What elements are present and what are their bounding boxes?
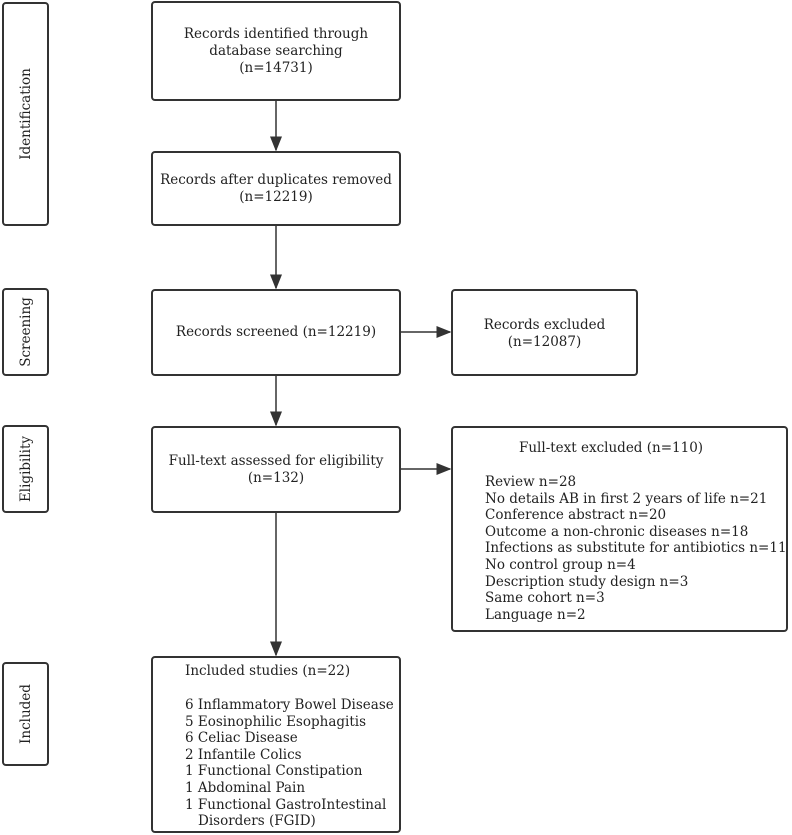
box-records-screened: Records screened (n=12219) [151, 289, 401, 376]
excluded-line-1: Records excluded [483, 317, 606, 333]
list-item: Same cohort n=3 [485, 590, 605, 607]
stage-identification: Identification [2, 2, 49, 226]
list-item: Language n=2 [485, 606, 586, 623]
list-item: 6 Inflammatory Bowel Disease [185, 697, 394, 713]
stage-screening-label: Screening [17, 297, 34, 367]
list-item: 1 Functional Constipation [185, 763, 363, 780]
box-fulltext-excluded: Full-text excluded (n=110) Review n=28 N… [451, 426, 788, 632]
stage-eligibility-label: Eligibility [17, 435, 34, 503]
fulltext-excluded-title: Full-text excluded (n=110) [519, 440, 704, 456]
stage-screening: Screening [2, 288, 49, 376]
list-item: Description study design n=3 [485, 573, 689, 590]
list-item: 1 Abdominal Pain [185, 779, 306, 796]
identified-line-2: database searching [209, 42, 343, 59]
identified-line-3: (n=14731) [239, 59, 313, 76]
list-item: 1 Functional GastroIntestinal [185, 796, 387, 813]
list-item: Conference abstract n=20 [485, 507, 667, 524]
list-item: Outcome a non-chronic diseases n=18 [485, 523, 749, 540]
duplicates-line-1: Records after duplicates removed [160, 171, 392, 188]
list-item: 5 Eosinophilic Esophagitis [185, 713, 366, 730]
list-item: Review n=28 [485, 474, 577, 490]
stage-identification-label: Identification [17, 68, 34, 160]
list-item: Infections as substitute for antibiotics… [485, 540, 787, 557]
box-duplicates-removed: Records after duplicates removed (n=1221… [151, 151, 401, 226]
duplicates-line-2: (n=12219) [239, 188, 313, 205]
stage-included-label: Included [17, 684, 34, 744]
included-title: Included studies (n=22) [185, 663, 351, 679]
box-included-studies: Included studies (n=22) 6 Inflammatory B… [151, 656, 401, 833]
included-list: 6 Inflammatory Bowel Disease 5 Eosinophi… [185, 697, 394, 830]
identified-line-1: Records identified through [183, 25, 369, 42]
excluded-line-2: (n=12087) [507, 334, 582, 350]
screened-line-1: Records screened (n=12219) [175, 324, 377, 340]
stage-included: Included [2, 662, 49, 766]
list-item: No details AB in first 2 years of life n… [485, 490, 768, 507]
box-records-identified: Records identified through database sear… [151, 1, 401, 101]
fulltext-line-2: (n=132) [247, 469, 305, 486]
stage-eligibility: Eligibility [2, 425, 49, 513]
fulltext-excluded-list: Review n=28 No details AB in first 2 yea… [485, 474, 787, 623]
list-item: 6 Celiac Disease [185, 730, 298, 747]
box-records-excluded: Records excluded (n=12087) [451, 289, 638, 376]
list-item: 2 Infantile Colics [185, 746, 302, 763]
list-item: No control group n=4 [485, 556, 636, 573]
list-item: Disorders (FGID) [198, 813, 316, 830]
fulltext-line-1: Full-text assessed for eligibility [168, 452, 384, 469]
box-fulltext-assessed: Full-text assessed for eligibility (n=13… [151, 426, 401, 513]
